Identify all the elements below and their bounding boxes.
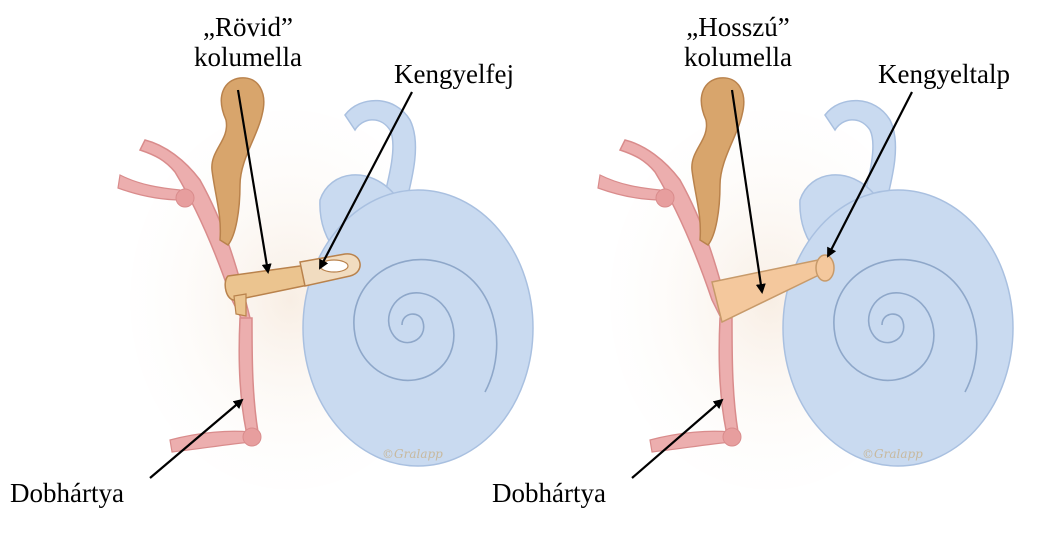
annulus-node-bottom — [723, 428, 741, 446]
label-short-columella-line1: „Rövid” — [178, 12, 318, 42]
annulus-node-bottom — [243, 428, 261, 446]
stapes-footplate — [816, 255, 834, 281]
label-short-columella: „Rövid” kolumella — [178, 12, 318, 72]
panel-short-columella: ©Gralapp — [118, 78, 533, 490]
label-stapes-footplate: Kengyeltalp — [878, 59, 1010, 89]
cochlea — [783, 190, 1013, 466]
signature-right: ©Gralapp — [862, 447, 923, 461]
label-long-columella: „Hosszú” kolumella — [658, 12, 818, 72]
label-short-columella-line2: kolumella — [178, 42, 318, 72]
annulus-node-top — [656, 189, 674, 207]
cochlea — [303, 190, 533, 466]
label-long-columella-line1: „Hosszú” — [658, 12, 818, 42]
signature-left: ©Gralapp — [382, 447, 443, 461]
label-stapes-head: Kengyelfej — [394, 59, 514, 89]
annulus-node-top — [176, 189, 194, 207]
label-tympanic-membrane-left: Dobhártya — [10, 478, 124, 508]
short-columella-stem — [234, 294, 246, 316]
label-long-columella-line2: kolumella — [658, 42, 818, 72]
label-tympanic-membrane-right: Dobhártya — [492, 478, 606, 508]
panel-long-columella: ©Gralapp — [598, 78, 1013, 490]
